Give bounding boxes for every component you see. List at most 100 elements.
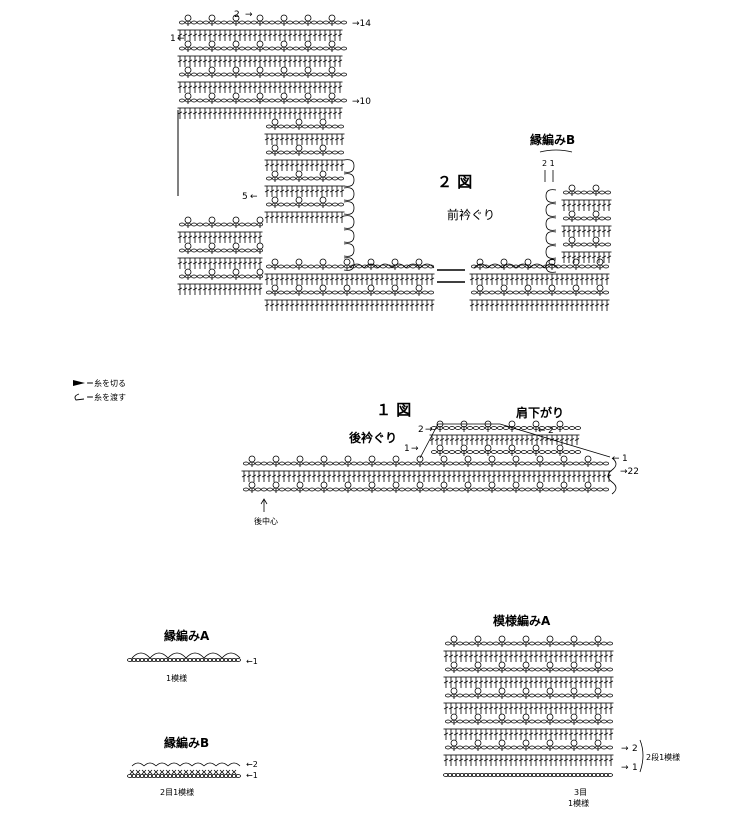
picot-symbol — [474, 687, 482, 695]
picot-symbol — [392, 481, 400, 489]
chain-symbol — [301, 124, 308, 129]
chain-symbol — [551, 450, 558, 454]
picot-symbol — [488, 455, 496, 463]
pattern-a-row-repeat-label: 2段1模様 — [646, 752, 680, 762]
row-label-5: 5 — [242, 192, 248, 202]
chain-symbol — [340, 72, 347, 77]
picot-symbol — [271, 170, 279, 178]
chain-symbol — [130, 658, 137, 662]
chain-symbol — [337, 290, 344, 295]
chain-symbol — [591, 264, 598, 269]
border-a-stitches — [127, 652, 241, 662]
brace — [639, 739, 644, 773]
chain-symbol — [531, 773, 538, 777]
figure-1-stitch-grid — [241, 420, 617, 495]
picot-symbol — [295, 284, 303, 292]
picot-symbol — [570, 713, 578, 721]
chain-symbol — [478, 450, 485, 454]
chain-symbol — [265, 264, 272, 269]
chain-symbol — [214, 98, 221, 103]
chain-symbol — [277, 202, 284, 207]
chain-symbol — [422, 461, 429, 466]
chain-symbol — [559, 773, 566, 777]
chain-symbol — [404, 487, 411, 492]
chain-symbol — [334, 98, 341, 103]
chain-symbol — [289, 202, 296, 207]
chain-symbol — [310, 20, 317, 25]
picot-symbol — [304, 66, 312, 74]
chain-symbol — [462, 641, 469, 646]
picot-symbol — [295, 196, 303, 204]
chain-symbol — [446, 487, 453, 492]
picot-symbol — [296, 481, 304, 489]
chain-symbol — [283, 290, 290, 295]
chain-symbol — [230, 774, 237, 778]
chain-symbol — [448, 426, 455, 430]
chain-symbol — [577, 693, 584, 698]
chain-symbol — [186, 658, 193, 662]
chain-symbol — [302, 461, 309, 466]
picot-symbol — [536, 455, 544, 463]
chain-symbol — [577, 667, 584, 672]
chain-symbol — [244, 20, 251, 25]
chain-symbol — [468, 745, 475, 750]
chain-symbol — [510, 641, 517, 646]
chain-symbol — [379, 290, 386, 295]
chain-symbol — [519, 290, 526, 295]
chain-symbol — [462, 667, 469, 672]
chain-symbol — [579, 461, 586, 466]
chain-symbol — [220, 222, 227, 227]
chain-symbol — [535, 641, 542, 646]
chain-symbol — [462, 693, 469, 698]
chain-symbol — [541, 667, 548, 672]
picot-symbol — [328, 40, 336, 48]
chain-symbol — [565, 745, 572, 750]
chain-symbol — [292, 20, 299, 25]
chain-symbol — [373, 290, 380, 295]
arrow-right-icon: → — [411, 444, 419, 454]
chain-symbol — [472, 450, 479, 454]
chain-symbol — [301, 290, 308, 295]
chain-symbol — [234, 774, 241, 778]
chain-symbol — [266, 487, 273, 492]
chain-symbol — [331, 264, 338, 269]
picot-symbol — [592, 210, 600, 218]
chain-symbol — [178, 72, 185, 77]
picot-symbol — [232, 242, 240, 250]
arrow-left-icon: ← — [177, 34, 185, 44]
chain-symbol — [361, 290, 368, 295]
chain-symbol — [561, 290, 568, 295]
picot-symbol — [184, 66, 192, 74]
chain-symbol — [599, 190, 606, 195]
chain-symbol — [458, 773, 465, 777]
chain-symbol — [218, 774, 225, 778]
chain-symbol — [474, 773, 481, 777]
chain-symbol — [470, 487, 477, 492]
chain-symbol — [244, 248, 251, 253]
chain-symbol — [158, 658, 165, 662]
chain-symbol — [337, 124, 344, 129]
chain-symbol — [527, 426, 534, 430]
chain-symbol — [589, 667, 596, 672]
chain-symbol — [127, 774, 134, 778]
chain-symbol — [531, 487, 538, 492]
chain-symbol — [583, 693, 590, 698]
chain-symbol — [154, 658, 161, 662]
chain-symbol — [421, 290, 428, 295]
chain-symbol — [607, 773, 614, 777]
picot-symbol — [440, 455, 448, 463]
picot-symbol — [524, 258, 532, 266]
chain-symbol — [286, 72, 293, 77]
chain-symbol — [551, 426, 558, 430]
chain-symbol — [222, 774, 229, 778]
chain-symbol — [527, 450, 534, 454]
chain-symbol — [591, 487, 598, 492]
chain-symbol — [334, 72, 341, 77]
picot-symbol — [184, 92, 192, 100]
chain-symbol — [174, 658, 181, 662]
chain-symbol — [446, 773, 453, 777]
border-a-row-label: ←1 — [246, 657, 258, 666]
chain-symbol — [468, 693, 475, 698]
chain-symbol — [527, 773, 534, 777]
